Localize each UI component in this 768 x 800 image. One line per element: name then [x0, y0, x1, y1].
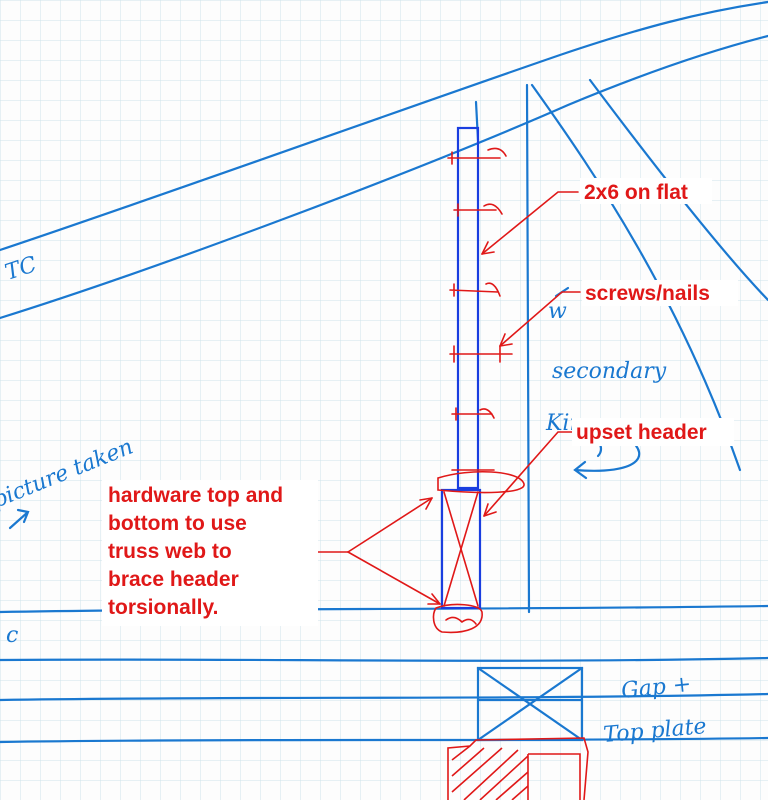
bottom-chord-bottom-edge: [0, 656, 768, 662]
hardware-arrowhead-bottom: [427, 593, 441, 605]
vertical-web-member: [525, 83, 531, 614]
flat-2x6-member: [456, 126, 480, 490]
screw-mark-5: [451, 407, 495, 421]
bottom-chord-top-edge: [0, 604, 768, 614]
red-annotations: [317, 147, 581, 634]
top-hardware-clip: [437, 470, 525, 494]
upset-header-arrowhead: [483, 503, 497, 517]
screws-leader: [499, 291, 581, 347]
c-mark: c: [6, 623, 18, 648]
fasteners-label: screws/nails: [585, 282, 710, 305]
hardware-leader-top: [347, 497, 433, 553]
flat-2x6-label-bg: [580, 178, 712, 204]
top-plate-line-2: [0, 736, 768, 744]
blocking-members: [440, 126, 482, 610]
upset-header-label-bg: [572, 418, 734, 446]
hardware-line-1: hardware top and: [108, 484, 283, 507]
gap-box: [476, 666, 584, 742]
screws-arrowhead: [499, 333, 513, 347]
screw-mark-4: [449, 345, 513, 363]
top-plate-line-1: [0, 692, 768, 702]
header-cross-2: [443, 491, 479, 607]
w-mark: w: [548, 299, 567, 324]
plate-outline: [447, 737, 589, 800]
flat-2x6-arrowhead: [481, 241, 495, 255]
flat-2x6-leader: [481, 191, 579, 255]
hardware-line-2: bottom to use: [108, 512, 247, 535]
red-hatched-plate: [447, 737, 589, 800]
bottom-hardware-clip: [432, 603, 483, 634]
picture-arrow: [8, 508, 30, 530]
hardware-label-bg: [102, 480, 318, 626]
upset-header-leader: [483, 431, 573, 517]
upset-header-label: upset header: [576, 421, 707, 444]
hardware-line-4: brace header: [108, 568, 239, 591]
hardware-line-3: truss web to: [108, 540, 232, 563]
plate-inner-box: [527, 753, 581, 800]
top-chord-lower-edge: [0, 34, 768, 320]
top-chord-upper-edge: [0, 0, 768, 252]
upset-header-box: [440, 488, 482, 610]
gap-box-cross-2: [476, 666, 584, 742]
secondary-note: secondary: [552, 359, 667, 384]
plate-hatch: [451, 745, 529, 800]
hardware-leader-bottom: [347, 551, 441, 605]
flat-2x6-label: 2x6 on flat: [584, 181, 688, 204]
bottom-clip-detail: [445, 616, 477, 625]
screw-mark-3: [449, 282, 501, 297]
screw-mark-1: [447, 147, 507, 165]
fasteners-label-bg: [582, 280, 738, 306]
screw-mark-2: [453, 203, 503, 217]
diagonal-web-1: [530, 83, 742, 472]
hardware-arrowhead-top: [419, 497, 433, 510]
red-text-labels: 2x6 on flat screws/nails upset header ha…: [102, 178, 738, 626]
hardware-line-5: torsionally.: [108, 596, 218, 619]
